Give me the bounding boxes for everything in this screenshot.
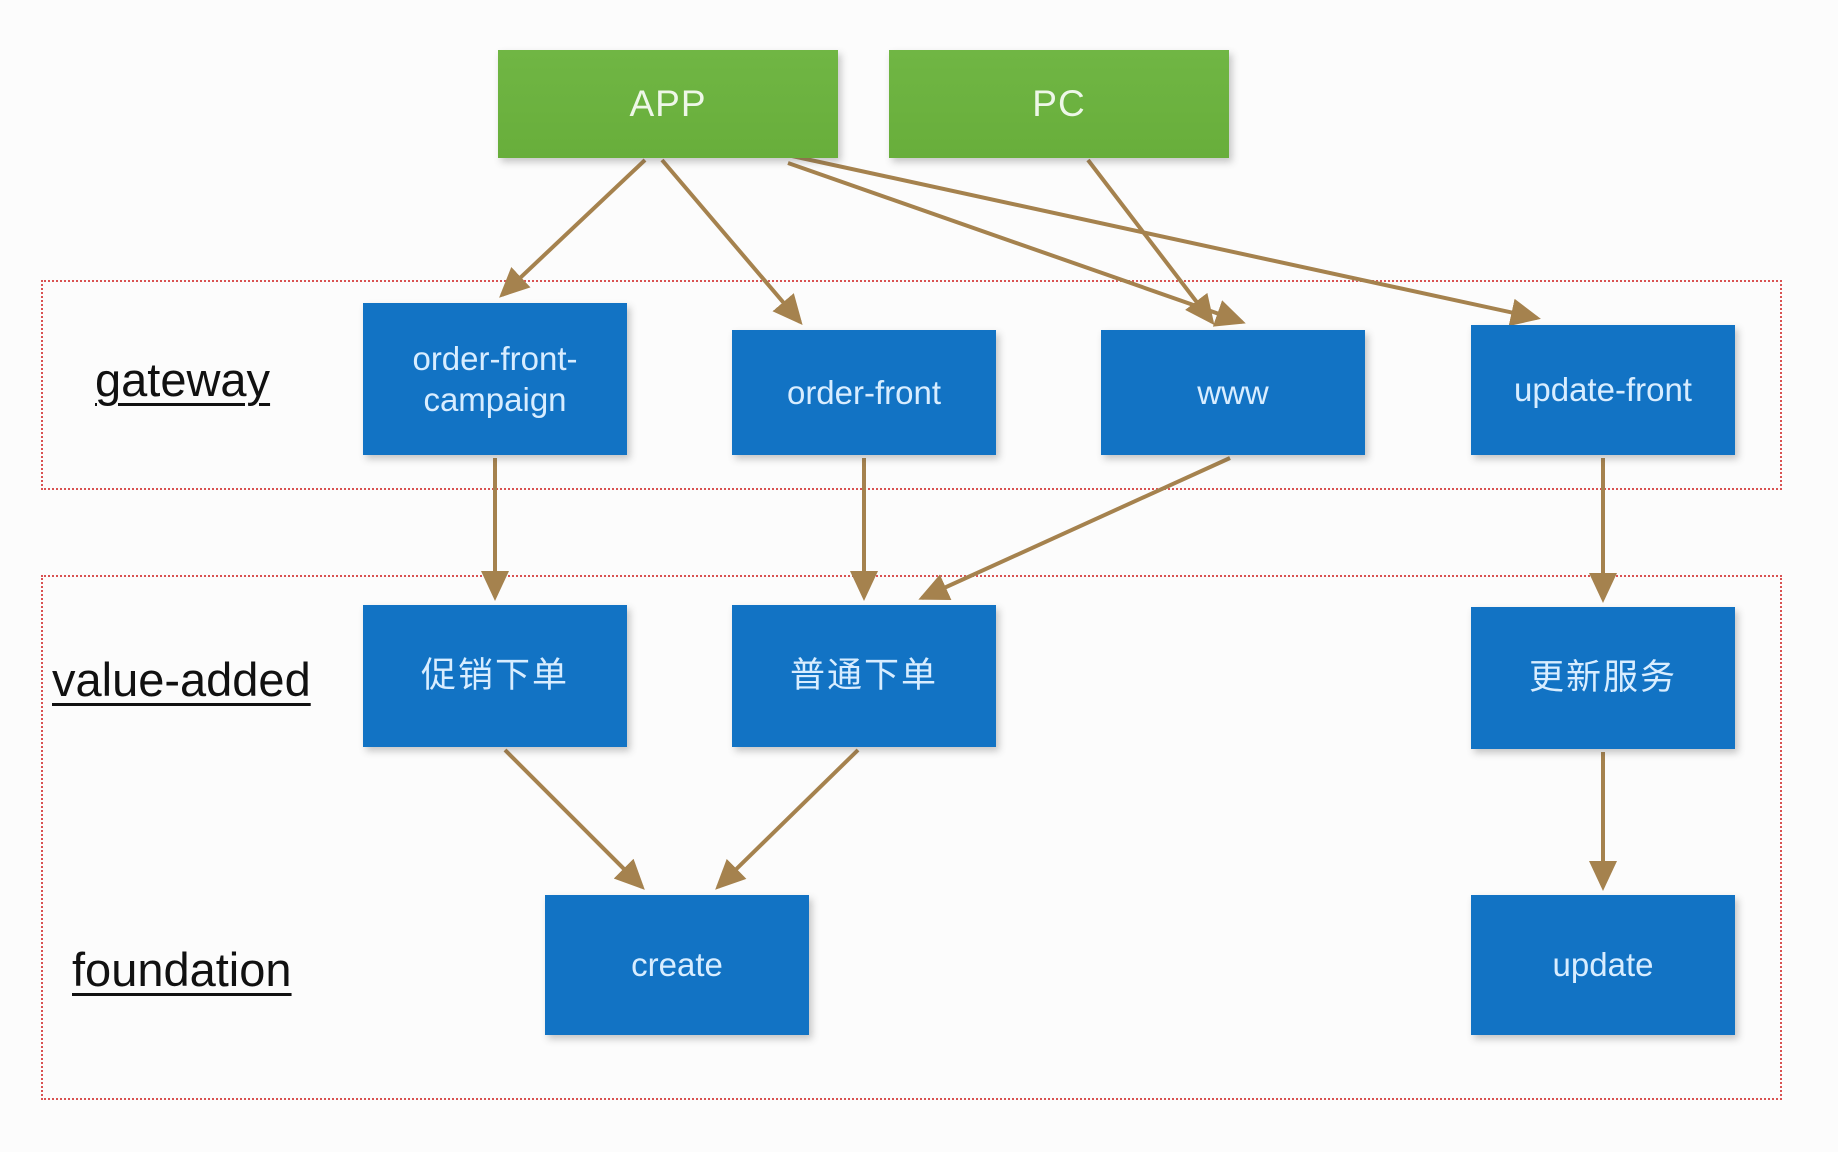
node-pc-label: PC — [1032, 82, 1086, 124]
node-order-front: order-front — [732, 330, 996, 455]
node-update-front-label: update-front — [1514, 371, 1692, 409]
node-promo-order-label: 促销下单 — [420, 656, 569, 696]
foundation-section-label: foundation — [72, 943, 292, 996]
node-update: update — [1471, 895, 1735, 1035]
value-added-section-label: value-added — [52, 653, 311, 706]
value-added-foundation-section-border — [41, 575, 1782, 1100]
node-update-service-label: 更新服务 — [1528, 658, 1677, 698]
gateway-section-label: gateway — [95, 353, 271, 406]
node-create: create — [545, 895, 809, 1035]
node-order-front-label: order-front — [786, 373, 942, 411]
node-update-label: update — [1552, 946, 1654, 984]
node-promo-order: 促销下单 — [363, 605, 627, 747]
node-update-front: update-front — [1471, 325, 1735, 455]
node-create-label: create — [631, 946, 723, 984]
node-order-front-campaign-label: order-front-campaign — [412, 339, 578, 418]
node-normal-order: 普通下单 — [732, 605, 996, 747]
node-normal-order-label: 普通下单 — [789, 656, 938, 696]
node-www: www — [1101, 330, 1365, 455]
node-pc: PC — [889, 50, 1229, 158]
edge-app-order-front-campaign — [499, 158, 647, 298]
node-update-service: 更新服务 — [1471, 607, 1735, 749]
node-www-label: www — [1197, 373, 1269, 411]
node-app-label: APP — [629, 82, 707, 124]
node-app: APP — [498, 50, 838, 158]
node-order-front-campaign: order-front-campaign — [363, 303, 627, 455]
